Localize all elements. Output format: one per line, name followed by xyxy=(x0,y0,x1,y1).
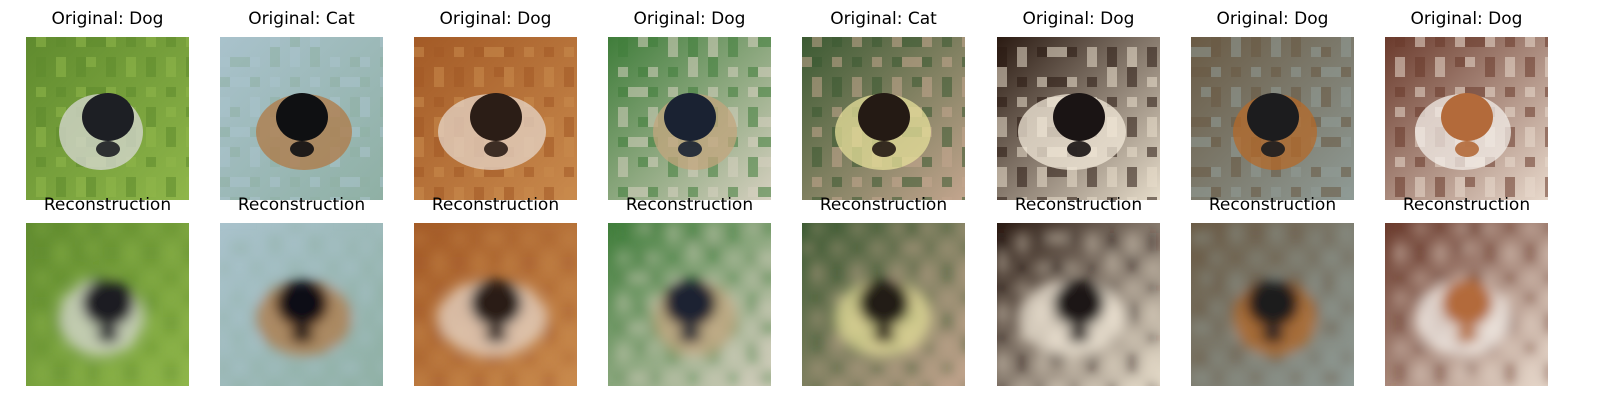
original-thumbnail xyxy=(220,37,383,200)
reconstruction-title: Reconstruction xyxy=(1402,195,1531,215)
reconstruction-title: Reconstruction xyxy=(819,195,948,215)
reconstruction-thumbnail xyxy=(26,223,189,386)
reconstruction-image xyxy=(26,223,189,386)
original-title: Original: Cat xyxy=(248,9,355,29)
original-image xyxy=(414,37,577,200)
original-title: Original: Dog xyxy=(439,9,552,29)
reconstruction-title: Reconstruction xyxy=(625,195,754,215)
reconstruction-thumbnail xyxy=(997,223,1160,386)
reconstruction-image xyxy=(997,223,1160,386)
original-title: Original: Dog xyxy=(1216,9,1329,29)
reconstruction-image xyxy=(414,223,577,386)
original-thumbnail xyxy=(802,37,965,200)
original-image xyxy=(997,37,1160,200)
original-image xyxy=(1385,37,1548,200)
original-image xyxy=(220,37,383,200)
reconstruction-title: Reconstruction xyxy=(1208,195,1337,215)
original-thumbnail xyxy=(1385,37,1548,200)
reconstruction-image xyxy=(802,223,965,386)
original-title: Original: Cat xyxy=(830,9,937,29)
reconstruction-thumbnail xyxy=(220,223,383,386)
original-thumbnail xyxy=(414,37,577,200)
original-image xyxy=(26,37,189,200)
original-image xyxy=(608,37,771,200)
original-thumbnail xyxy=(997,37,1160,200)
reconstruction-thumbnail xyxy=(414,223,577,386)
reconstruction-image xyxy=(1385,223,1548,386)
reconstruction-thumbnail xyxy=(608,223,771,386)
original-image xyxy=(1191,37,1354,200)
reconstruction-image xyxy=(608,223,771,386)
reconstruction-title: Reconstruction xyxy=(431,195,560,215)
reconstruction-image xyxy=(1191,223,1354,386)
original-thumbnail xyxy=(608,37,771,200)
reconstruction-title: Reconstruction xyxy=(43,195,172,215)
original-title: Original: Dog xyxy=(1022,9,1135,29)
reconstruction-title: Reconstruction xyxy=(1014,195,1143,215)
original-title: Original: Dog xyxy=(1410,9,1523,29)
original-image xyxy=(802,37,965,200)
original-thumbnail xyxy=(1191,37,1354,200)
reconstruction-thumbnail xyxy=(1191,223,1354,386)
reconstruction-thumbnail xyxy=(802,223,965,386)
original-title: Original: Dog xyxy=(633,9,746,29)
reconstruction-title: Reconstruction xyxy=(237,195,366,215)
original-thumbnail xyxy=(26,37,189,200)
reconstruction-image xyxy=(220,223,383,386)
reconstruction-thumbnail xyxy=(1385,223,1548,386)
original-title: Original: Dog xyxy=(51,9,164,29)
